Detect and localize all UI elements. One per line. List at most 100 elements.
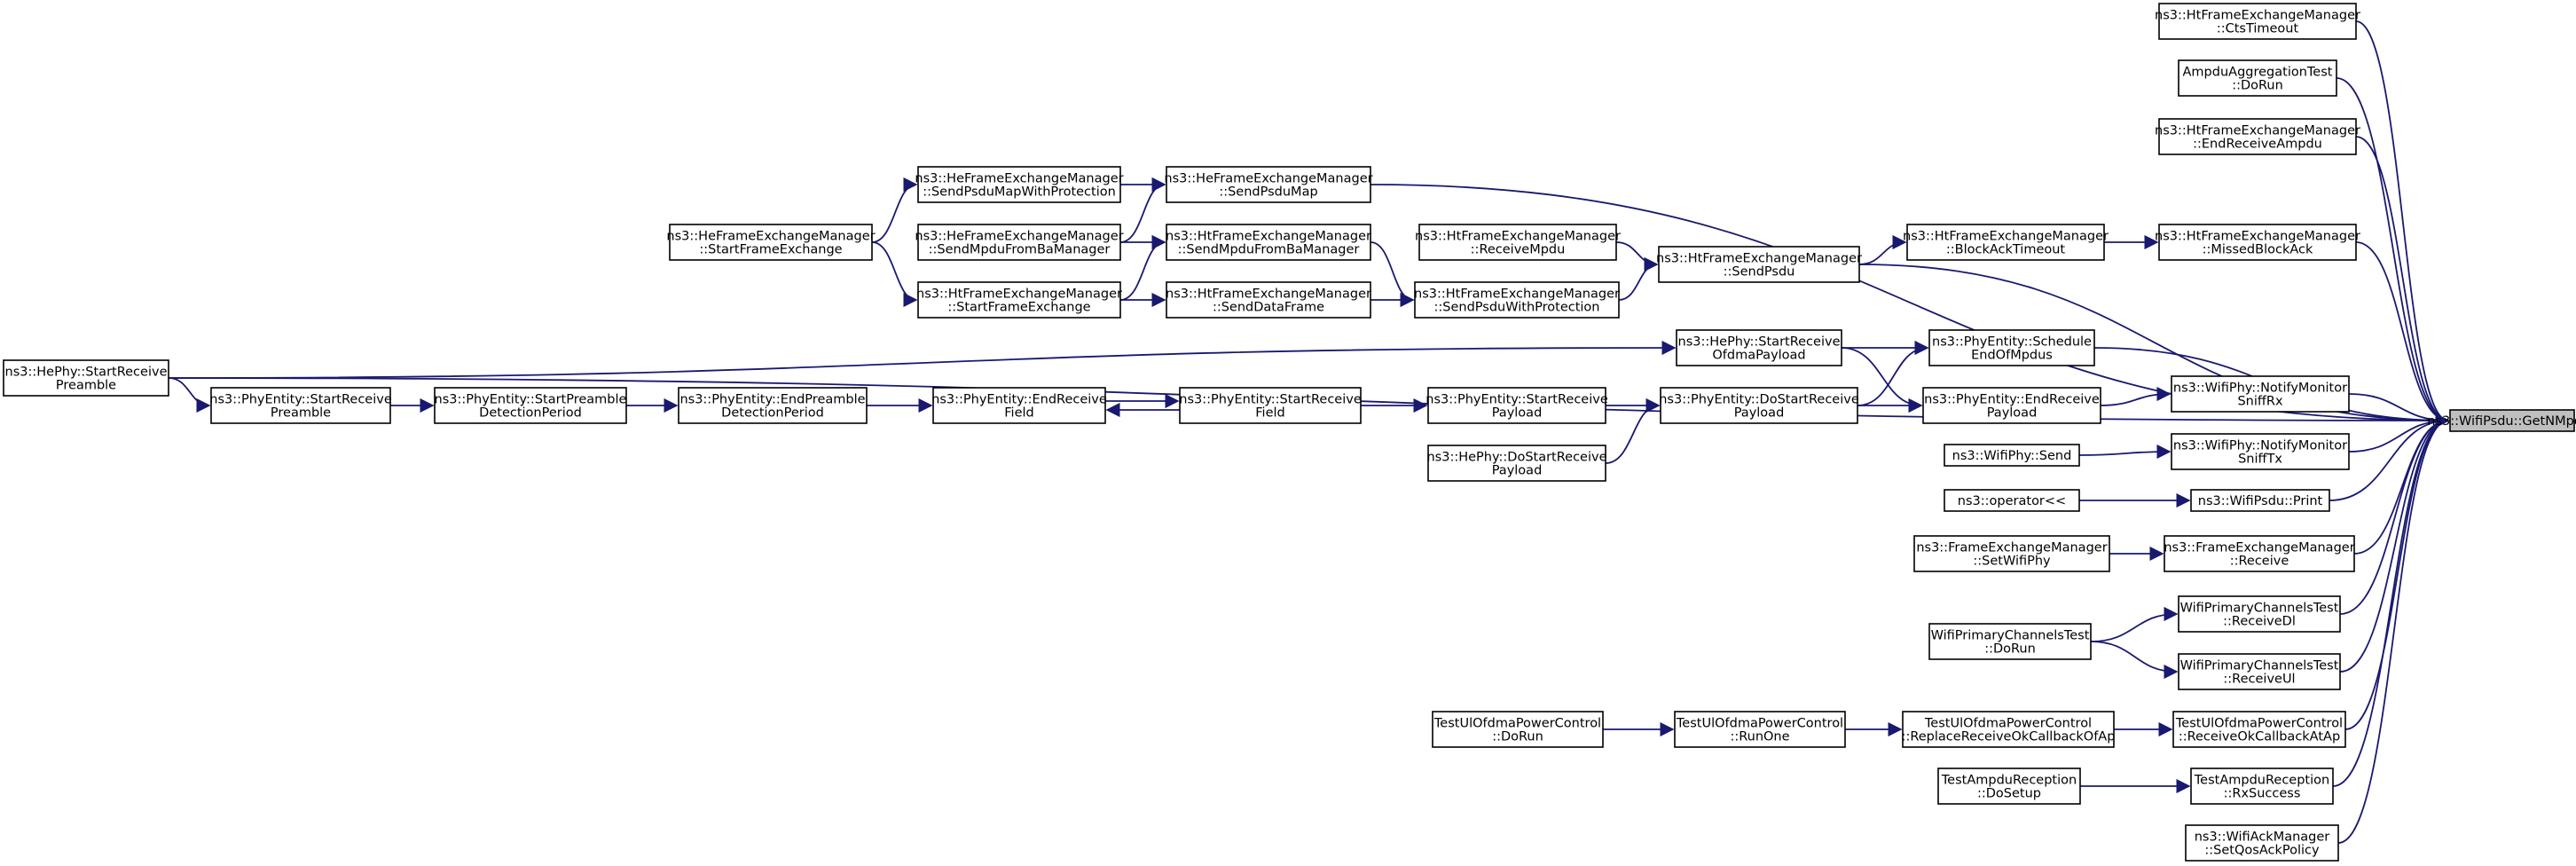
edge-send_psdu-to-block_ack_timeout xyxy=(1858,234,1907,265)
node-label-line: ns3::PhyEntity::EndPreamble xyxy=(679,393,865,407)
node-ampdu-doSetup[interactable]: TestAmpduReception::DoSetup xyxy=(1937,768,2081,805)
node-box xyxy=(1414,281,1620,319)
node-cts-timeout[interactable]: ns3::HtFrameExchangeManager::CtsTimeout xyxy=(2155,3,2360,40)
node-label-line: ::SendDataFrame xyxy=(1213,301,1324,315)
node-receive-ul[interactable]: WifiPrimaryChannelsTest::ReceiveUl xyxy=(2178,653,2341,690)
node-ul-doRun[interactable]: TestUlOfdmaPowerControl::DoRun xyxy=(1432,711,1604,748)
edge-he_do_start_receive_payload-to-do_start_receive_payload xyxy=(1605,398,1661,464)
node-label-line: TestUlOfdmaPowerControl xyxy=(2175,717,2343,731)
node-replace-receive-ok[interactable]: TestUlOfdmaPowerControl::ReplaceReceiveO… xyxy=(1902,711,2116,748)
node-label-line: TestUlOfdmaPowerControl xyxy=(1924,717,2092,731)
node-psdu-print[interactable]: ns3::WifiPsdu::Print xyxy=(2190,489,2330,512)
node-box xyxy=(1658,246,1860,283)
node-box xyxy=(1937,768,2081,805)
node-label-line: Preamble xyxy=(56,379,116,393)
node-box xyxy=(2190,768,2334,805)
node-label-line: TestUlOfdmaPowerControl xyxy=(1433,717,1601,731)
edge-ampdu_doRun-to-target xyxy=(2336,77,2450,429)
edge-wifiphy_send-to-notify_monitor_tx xyxy=(2078,444,2172,460)
edge-he_start_receive_preamble-to-he_start_receive_ofdma xyxy=(168,340,1677,379)
node-send-psdu-map[interactable]: ns3::HeFrameExchangeManager::SendPsduMap xyxy=(1164,166,1373,203)
node-label-line: ::CtsTimeout xyxy=(2217,22,2299,36)
node-box xyxy=(1902,711,2115,748)
node-receive-dl[interactable]: WifiPrimaryChannelsTest::ReceiveDl xyxy=(2178,595,2341,633)
node-ul-runOne[interactable]: TestUlOfdmaPowerControl::RunOne xyxy=(1674,711,1846,748)
node-box xyxy=(2178,595,2341,633)
node-label-line: ::EndReceiveAmpdu xyxy=(2193,138,2322,152)
node-label-line: ns3::HePhy::StartReceive xyxy=(1678,335,1841,350)
node-receive-ok-at-ap[interactable]: TestUlOfdmaPowerControl::ReceiveOkCallba… xyxy=(2172,711,2346,748)
node-label-line: ns3::WifiPhy::Send xyxy=(1952,449,2072,463)
node-label-line: WifiPrimaryChannelsTest xyxy=(1931,629,2090,643)
node-label-line: ns3::HtFrameExchangeManager xyxy=(1656,252,1862,266)
node-box xyxy=(2158,118,2357,155)
node-box xyxy=(1166,224,1371,261)
node-he-send-mpdu-ba[interactable]: ns3::HeFrameExchangeManager::SendMpduFro… xyxy=(915,224,1124,261)
node-ampdu-doRun[interactable]: AmpduAggregationTest::DoRun xyxy=(2178,59,2337,97)
node-label-line: ns3::WifiPhy::NotifyMonitor xyxy=(2173,382,2347,396)
node-box xyxy=(917,281,1121,319)
node-he-start-fe[interactable]: ns3::HeFrameExchangeManager::StartFrameE… xyxy=(666,224,876,261)
node-label-line: ns3::WifiAckManager xyxy=(2195,831,2330,845)
node-end-receive-ampdu[interactable]: ns3::HtFrameExchangeManager::EndReceiveA… xyxy=(2155,118,2360,155)
node-send-psdu-wp[interactable]: ns3::HtFrameExchangeManager::SendPsduWit… xyxy=(1414,281,1620,319)
node-box xyxy=(1166,166,1371,203)
node-missed-block-ack[interactable]: ns3::HtFrameExchangeManager::MissedBlock… xyxy=(2155,224,2360,261)
edge-pc_doRun-to-receive_dl xyxy=(2090,606,2179,642)
node-label-line: Payload xyxy=(1987,406,2038,421)
node-box xyxy=(1432,711,1604,748)
edge-missed_block_ack-to-target xyxy=(2355,241,2450,429)
node-box xyxy=(2178,653,2341,690)
node-set-wifi-phy[interactable]: ns3::FrameExchangeManager::SetWifiPhy xyxy=(1913,535,2110,572)
node-label-line: ::SendMpduFromBaManager xyxy=(1178,243,1360,257)
node-set-qos-ack-policy[interactable]: ns3::WifiAckManager::SetQosAckPolicy xyxy=(2185,824,2339,862)
node-block-ack-timeout[interactable]: ns3::HtFrameExchangeManager::BlockAckTim… xyxy=(1903,224,2109,261)
node-label-line: EndOfMpdus xyxy=(1971,349,2053,363)
node-box xyxy=(2158,224,2357,261)
node-send-psdu[interactable]: ns3::HtFrameExchangeManager::SendPsdu xyxy=(1656,246,1862,283)
edge-do_start_receive_payload-to-schedule_end_mpdus xyxy=(1857,340,1929,406)
edge-ht_send_mpdu_ba-to-send_psdu_wp xyxy=(1370,241,1415,308)
node-rx-success[interactable]: TestAmpduReception::RxSuccess xyxy=(2190,768,2334,805)
node-pc-doRun[interactable]: WifiPrimaryChannelsTest::DoRun xyxy=(1928,623,2092,660)
node-label-line: ::SendPsdu xyxy=(1724,265,1795,279)
node-label-line: ::DoRun xyxy=(1984,642,2036,657)
node-box xyxy=(2171,375,2350,413)
node-wifiphy-send[interactable]: ns3::WifiPhy::Send xyxy=(1944,444,2080,467)
node-start-preamble-detection[interactable]: ns3::PhyEntity::StartPreambleDetectionPe… xyxy=(434,387,627,424)
edge-end_receive_ampdu-to-target xyxy=(2355,136,2450,429)
node-label-line: ns3::HtFrameExchangeManager xyxy=(1903,230,2109,244)
node-label-line: SniffTx xyxy=(2238,453,2282,467)
node-box xyxy=(2185,824,2339,862)
node-label-line: ::SendPsduMapWithProtection xyxy=(923,185,1116,200)
node-label-line: ns3::HeFrameExchangeManager xyxy=(1164,172,1372,186)
node-target[interactable]: ns3::WifiPsdu::GetNMpdus xyxy=(2427,409,2576,432)
node-send-data-frame[interactable]: ns3::HtFrameExchangeManager::SendDataFra… xyxy=(1166,281,1371,319)
node-box xyxy=(434,387,627,424)
node-receive-mpdu[interactable]: ns3::HtFrameExchangeManager::ReceiveMpdu xyxy=(1415,224,1621,261)
node-label-line: ::DoRun xyxy=(1492,730,1543,744)
node-ht-send-mpdu-ba[interactable]: ns3::HtFrameExchangeManager::SendMpduFro… xyxy=(1166,224,1371,261)
node-ht-start-fe[interactable]: ns3::HtFrameExchangeManager::StartFrameE… xyxy=(916,281,1122,319)
node-send-psdu-map-wp[interactable]: ns3::HeFrameExchangeManager::SendPsduMap… xyxy=(915,166,1124,203)
node-end-preamble-detection[interactable]: ns3::PhyEntity::EndPreambleDetectionPeri… xyxy=(678,387,868,424)
node-label-line: ns3::PhyEntity::StartReceive xyxy=(1425,393,1608,407)
node-fem-receive[interactable]: ns3::FrameExchangeManager::Receive xyxy=(2164,535,2355,572)
node-label-line: ::SetWifiPhy xyxy=(1973,555,2051,569)
node-operator-ll[interactable]: ns3::operator<< xyxy=(1944,489,2080,512)
node-label-line: ::StartFrameExchange xyxy=(699,243,842,257)
node-label-line: ns3::PhyEntity::DoStartReceive xyxy=(1659,393,1859,407)
node-label-line: TestAmpduReception xyxy=(1941,774,2077,788)
